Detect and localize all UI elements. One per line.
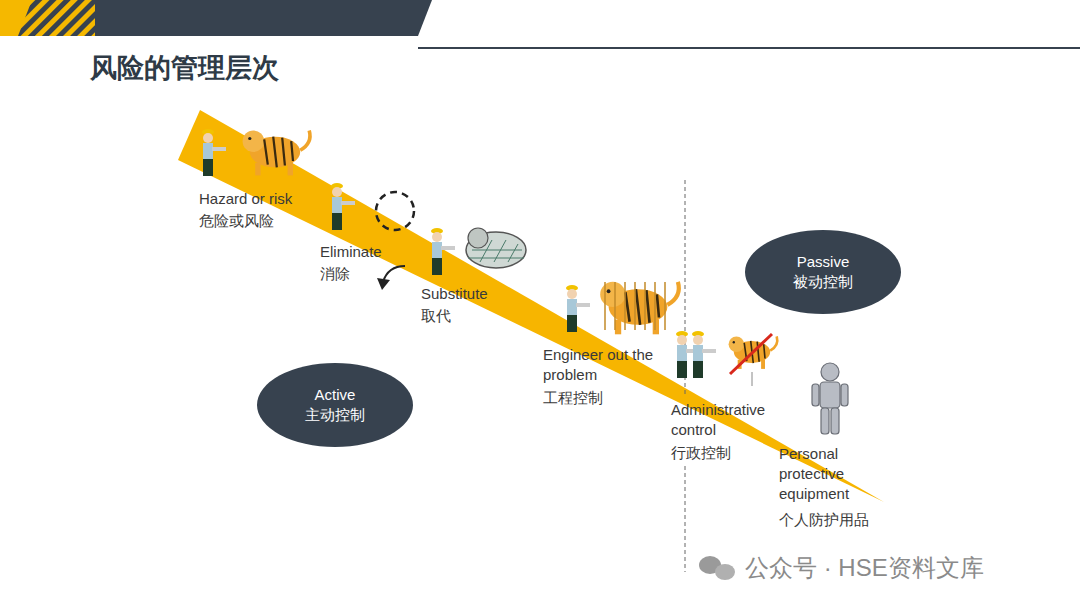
- slide-title: 风险的管理层次: [90, 50, 279, 86]
- step-label: Hazard or risk: [199, 189, 329, 209]
- ellipse-text: 被动控制: [793, 272, 853, 292]
- ellipse-text: 主动控制: [305, 405, 365, 425]
- step-label: Engineer out the problem: [543, 345, 681, 385]
- ellipse-text: Active: [315, 385, 356, 405]
- step-label: 取代: [421, 306, 521, 326]
- step-label: 工程控制: [543, 388, 663, 408]
- step-label: Personal protective equipment: [779, 444, 871, 504]
- ellipse-text: Passive: [797, 252, 850, 272]
- step-label: 个人防护用品: [779, 510, 899, 530]
- step-label: 危险或风险: [199, 211, 329, 231]
- step-label: Substitute: [421, 284, 521, 304]
- watermark: 公众号 · HSE资料文库: [745, 552, 984, 584]
- control-ellipse: Passive被动控制: [745, 230, 901, 314]
- step-label: Eliminate: [320, 242, 420, 262]
- step-label: 消除: [320, 264, 420, 284]
- step-label: Administrative control: [671, 400, 789, 440]
- control-ellipse: Active主动控制: [257, 363, 413, 447]
- step-label: 行政控制: [671, 443, 771, 463]
